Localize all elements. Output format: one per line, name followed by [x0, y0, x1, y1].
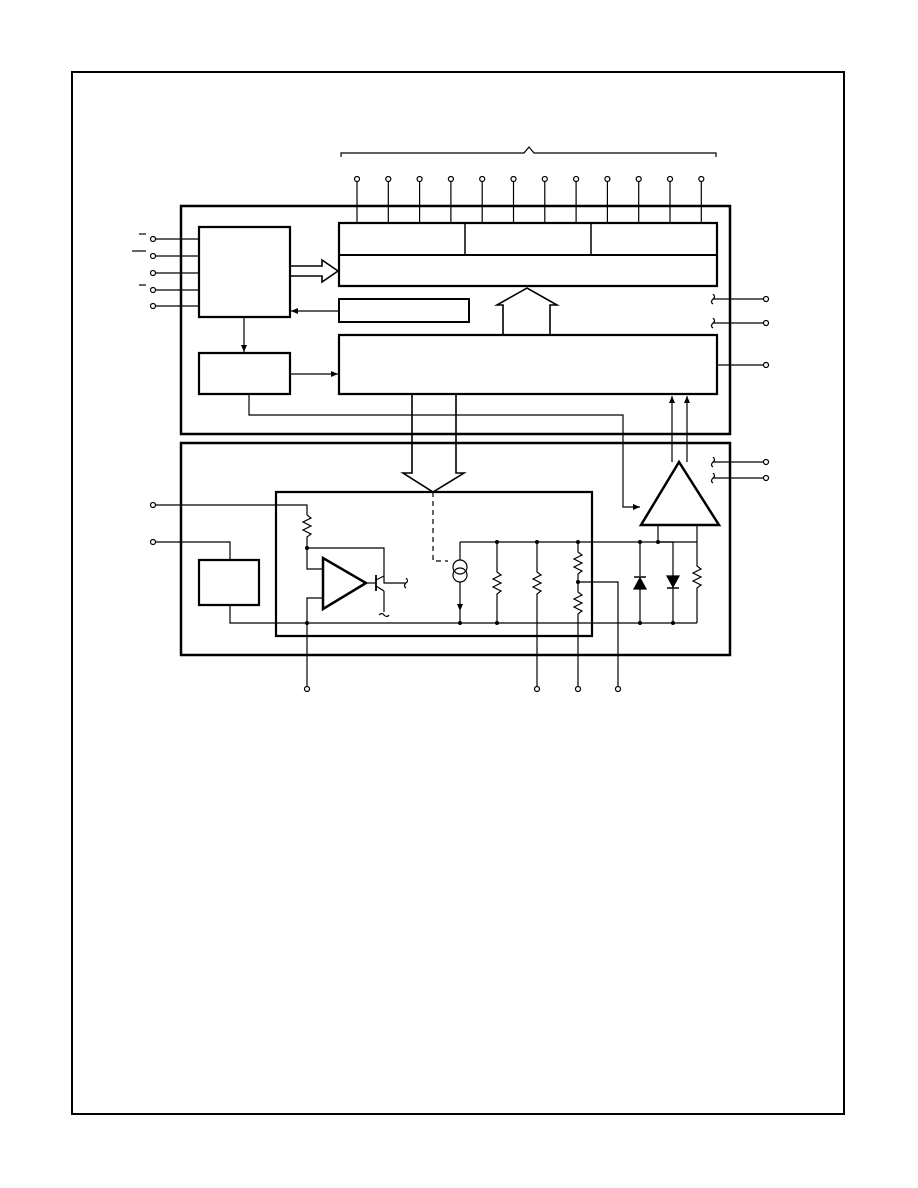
left-input-pin — [151, 271, 200, 276]
dashed-control-line — [433, 492, 448, 561]
top-pin — [511, 177, 516, 224]
top-pin-brace — [341, 147, 716, 157]
left-input-pin — [151, 254, 200, 259]
top-pin — [668, 177, 673, 224]
right-pin-upper — [712, 294, 769, 368]
input-resistor — [303, 515, 311, 548]
left-input-pin — [151, 288, 200, 293]
top-pin — [605, 177, 610, 224]
timing-to-comparator-wire — [249, 394, 640, 510]
current-source-icon — [453, 560, 467, 574]
current-source-icon — [453, 568, 467, 582]
transistor-emitter — [376, 586, 384, 591]
clamp-diodes — [634, 525, 679, 625]
top-pin — [542, 177, 547, 224]
bottom-pin — [576, 687, 581, 692]
comparator-input-resistor — [693, 525, 701, 623]
top-pin — [699, 177, 704, 224]
dac-circuit-block — [276, 492, 592, 636]
op-amp-wire — [307, 548, 323, 569]
top-pin — [574, 177, 579, 224]
left-input-pin-group — [151, 237, 200, 309]
left-input-pin — [151, 237, 200, 242]
top-pin — [417, 177, 422, 224]
top-pin — [355, 177, 360, 224]
status-block — [339, 299, 469, 322]
resistor-ladder — [493, 540, 618, 688]
bottom-pin — [535, 687, 540, 692]
bottom-pin — [616, 687, 621, 692]
main-converter-block — [339, 335, 717, 394]
op-amp-feedback-wire — [307, 548, 384, 576]
bus-arrow-to-register — [290, 260, 338, 282]
top-pin-group — [355, 177, 704, 224]
transistor-terminal — [379, 614, 389, 617]
reference-ground-wire — [230, 605, 697, 623]
bottom-pin-group — [305, 687, 621, 692]
bottom-pin — [305, 687, 310, 692]
top-pin — [636, 177, 641, 224]
transistor-collector — [376, 576, 384, 580]
top-pin — [480, 177, 485, 224]
control-logic-block — [199, 227, 290, 317]
reference-block — [199, 560, 259, 605]
transistor-collector-lead — [384, 576, 406, 583]
left-input-pin-lower — [151, 503, 308, 561]
bus-arrow-up — [497, 288, 557, 335]
left-input-pin — [151, 304, 200, 309]
op-amp-triangle — [323, 558, 366, 609]
top-pin — [386, 177, 391, 224]
timing-block — [199, 353, 290, 394]
op-amp-ground-wire — [307, 598, 323, 688]
transistor-terminal — [405, 578, 408, 588]
right-pin-lower — [712, 457, 769, 483]
top-pin — [448, 177, 453, 224]
comparator-triangle — [641, 462, 719, 525]
page-frame — [71, 71, 845, 1115]
